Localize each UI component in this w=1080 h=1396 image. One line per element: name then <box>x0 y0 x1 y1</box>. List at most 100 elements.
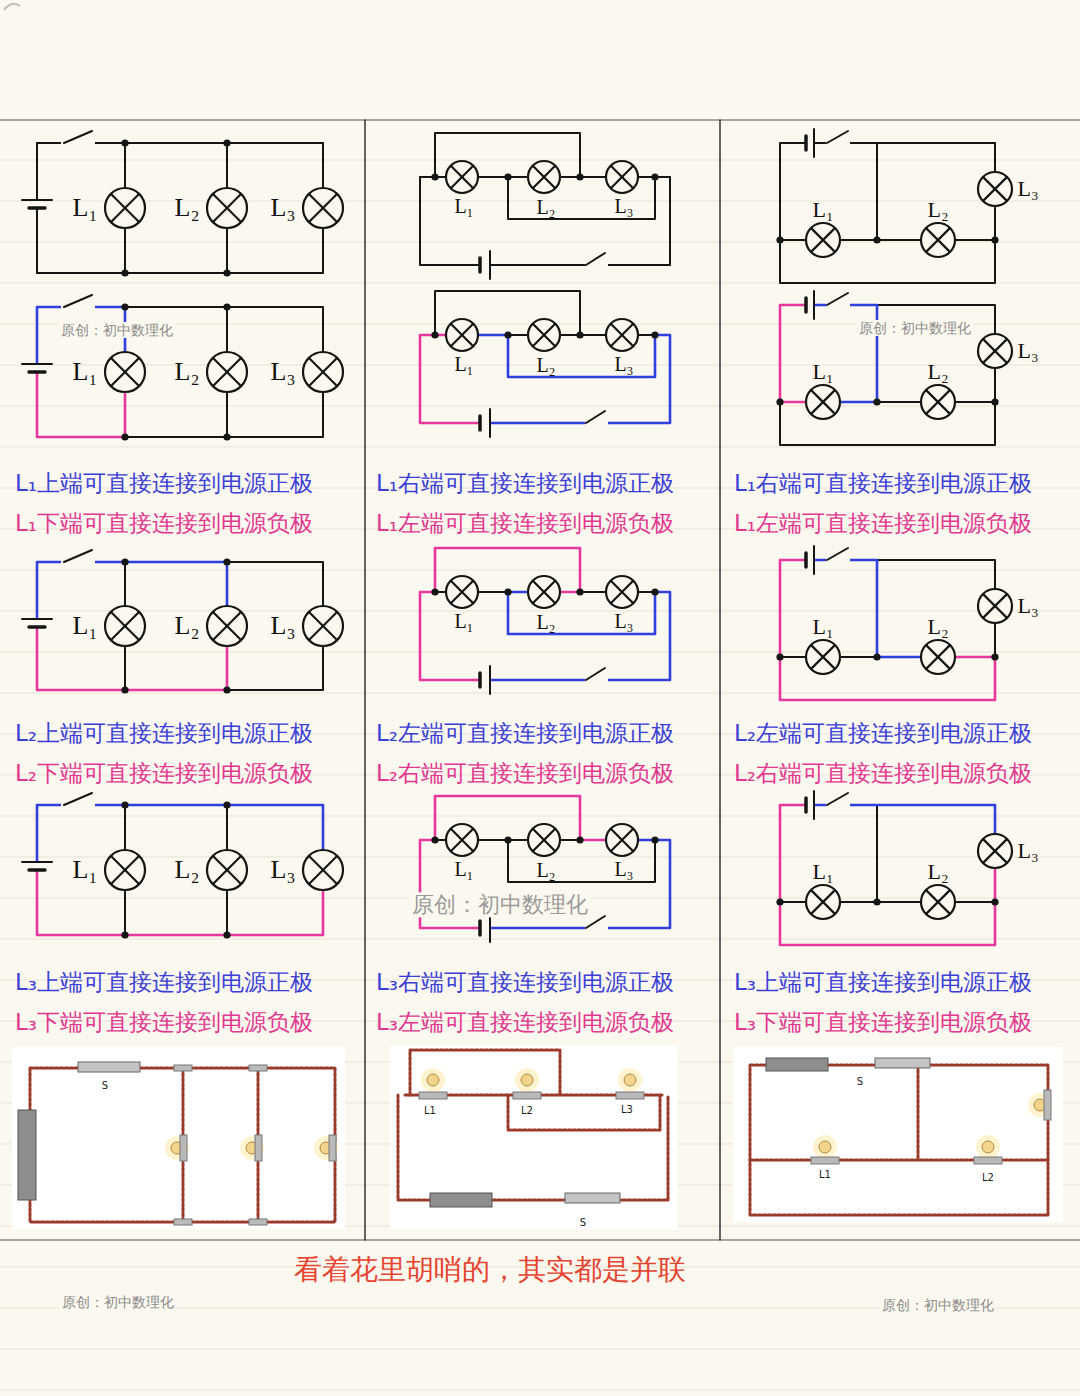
lamp-symbol <box>528 319 560 351</box>
wire <box>780 305 995 445</box>
junction-dot <box>873 398 880 405</box>
battery-gap <box>481 924 489 932</box>
battery-plate <box>813 291 815 319</box>
positive-note: L₂左端可直接连接到电源正极 <box>376 720 674 746</box>
photo-battery <box>766 1058 828 1071</box>
junction-dot <box>576 588 583 595</box>
junction-dot <box>651 836 658 843</box>
junction-dot <box>223 433 230 440</box>
switch-lever <box>827 548 848 560</box>
negative-note: L₃下端可直接连接到电源负极 <box>15 1009 313 1035</box>
battery-plate <box>29 206 45 210</box>
lamp-cross <box>926 228 950 252</box>
lamp-label: L₁ <box>454 195 473 218</box>
lamp-cross <box>213 194 241 222</box>
photo-panel <box>733 1047 1063 1222</box>
watermark: 原创：初中数理化 <box>409 892 591 917</box>
junction-dot <box>873 653 880 660</box>
battery-plate <box>478 258 482 272</box>
watermark: 原创：初中数理化 <box>59 1294 177 1310</box>
lamp-symbol <box>446 576 478 608</box>
photo-switch <box>875 1058 930 1068</box>
lamp-cross <box>309 358 337 386</box>
lamp-cross <box>309 612 337 640</box>
column-divider <box>719 120 721 1240</box>
positive-note: L₁上端可直接连接到电源正极 <box>15 470 313 496</box>
lamp-label: L₂ <box>536 859 555 882</box>
battery-plate <box>489 914 491 942</box>
battery-gap <box>31 201 43 207</box>
junction-dot <box>223 801 230 808</box>
lamp-label: L₂ <box>536 354 555 377</box>
junction-dot <box>991 398 998 405</box>
lamp-label: L₂ <box>175 855 200 885</box>
lamp-cross <box>451 166 473 188</box>
lamp-symbol <box>303 850 343 890</box>
lamp-cross <box>983 594 1007 618</box>
highlight-negative <box>780 560 995 700</box>
photo-label: L3 <box>621 1104 633 1116</box>
battery-gap <box>807 301 813 309</box>
lamp-cross <box>213 856 241 884</box>
lamp-symbol <box>105 606 145 646</box>
switch-gap <box>585 261 608 269</box>
lamp-symbol <box>978 834 1012 868</box>
battery-plate <box>478 416 482 430</box>
highlight-positive <box>490 592 670 680</box>
negative-note: L₁左端可直接连接到电源负极 <box>734 510 1032 536</box>
lamp-symbol <box>528 576 560 608</box>
lamp-cross <box>983 839 1007 863</box>
lamp-symbol <box>921 223 955 257</box>
lamp-cross <box>111 856 139 884</box>
lamp-holder <box>1044 1090 1051 1120</box>
switch-gap <box>826 801 850 809</box>
switch-lever <box>64 295 92 307</box>
lamp-holder <box>329 1135 336 1161</box>
lamp-cross <box>111 612 139 640</box>
lamp-label: L₁ <box>454 353 473 376</box>
battery-plate <box>29 868 45 872</box>
lamp-label: L₂ <box>927 859 948 884</box>
wire <box>876 143 878 240</box>
photo-label: L2 <box>521 1105 533 1117</box>
ruled-line <box>0 447 1080 448</box>
lamp-cross <box>111 358 139 386</box>
terminal <box>174 1065 192 1071</box>
lamp-symbol <box>207 188 247 228</box>
ruled-line <box>0 652 1080 653</box>
lamp-cross <box>811 645 835 669</box>
battery-gap <box>31 365 43 371</box>
negative-note: L₂右端可直接连接到电源负极 <box>376 760 674 786</box>
junction-dot <box>776 236 783 243</box>
lamp-symbol <box>806 223 840 257</box>
lamp-cross <box>811 390 835 414</box>
battery-plate <box>804 298 808 312</box>
junction-dot <box>651 173 658 180</box>
lamp-symbol <box>978 334 1012 368</box>
lamp-cross <box>111 194 139 222</box>
junction-dot <box>776 398 783 405</box>
lamp-cross <box>983 339 1007 363</box>
lamp-cross <box>533 581 555 603</box>
lamp-cross <box>611 166 633 188</box>
lamp-label: L₁ <box>812 197 833 222</box>
junction-dot <box>121 931 128 938</box>
battery-gap <box>807 139 813 147</box>
wire <box>37 307 323 437</box>
lamp-label: L₁ <box>454 858 473 881</box>
junction-dot <box>504 331 511 338</box>
ruled-line <box>0 242 1080 243</box>
photo-wire <box>750 1159 1048 1162</box>
lamp-label: L₃ <box>614 610 633 633</box>
lamp-symbol <box>606 824 638 856</box>
lamp-cross <box>533 581 555 603</box>
lamp-cross <box>213 194 241 222</box>
photo-wire <box>917 1065 920 1160</box>
junction-dot <box>431 588 438 595</box>
lamp-symbol <box>207 850 247 890</box>
photo-label: L1 <box>424 1105 436 1117</box>
ruled-line <box>0 1349 1080 1350</box>
lamp-symbol <box>921 385 955 419</box>
lamp-cross <box>926 390 950 414</box>
lamp-cross <box>611 829 633 851</box>
